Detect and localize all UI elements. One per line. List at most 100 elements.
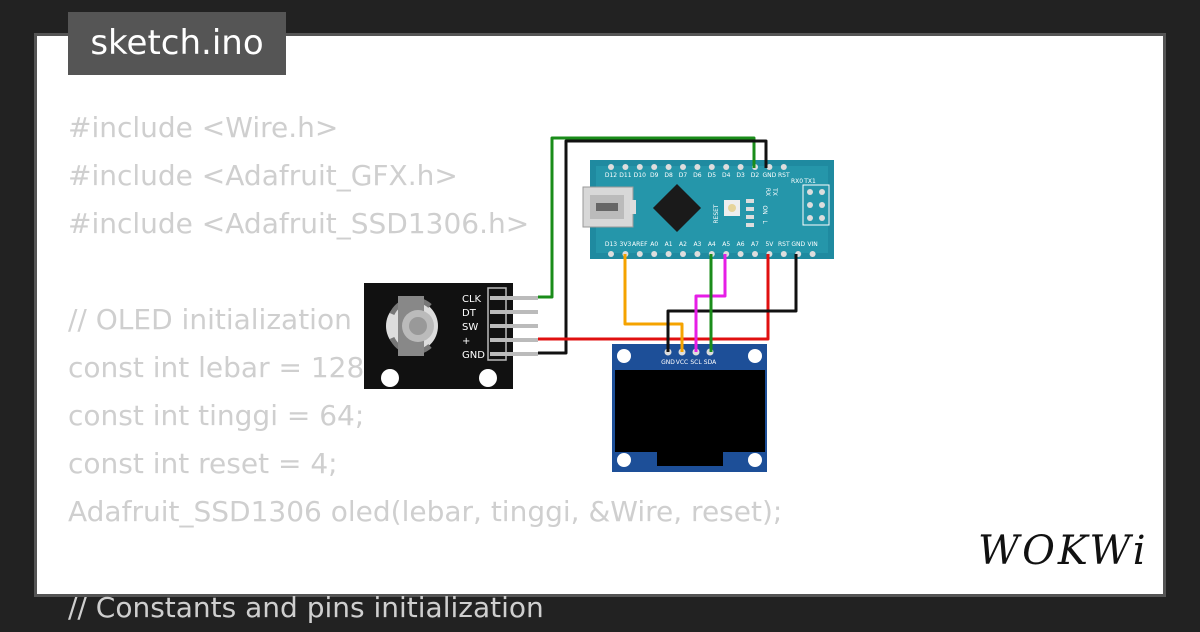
nano-top-pin[interactable] bbox=[651, 164, 658, 170]
nano-top-pin-label: D2 bbox=[751, 172, 760, 179]
nano-bottom-pin-label: A5 bbox=[722, 241, 730, 248]
nano-bottom-pin[interactable] bbox=[780, 251, 787, 257]
encoder-pin-label: GND bbox=[462, 350, 485, 361]
wokwi-logo: WOKWi bbox=[978, 528, 1148, 574]
nano-top-pin-label: D9 bbox=[650, 172, 659, 179]
nano-top-pin-label: GND bbox=[763, 172, 777, 179]
nano-bottom-pin[interactable] bbox=[737, 251, 744, 257]
nano-top-pin-label: D5 bbox=[708, 172, 717, 179]
encoder-pin[interactable] bbox=[490, 324, 538, 328]
nano-bottom-pin-label: RST bbox=[778, 241, 790, 248]
nano-bottom-pin-label: 3V3 bbox=[620, 241, 632, 248]
board-label: TX bbox=[771, 187, 778, 196]
nano-bottom-pin[interactable] bbox=[651, 251, 658, 257]
wokwi-logo-text: WOKWi bbox=[978, 528, 1149, 574]
encoder-pin-label: DT bbox=[462, 308, 477, 319]
wire[interactable] bbox=[538, 136, 756, 299]
nano-bottom-pin[interactable] bbox=[680, 251, 686, 257]
nano-top-pin-label: RX0 bbox=[791, 178, 803, 185]
nano-top-pin[interactable] bbox=[622, 164, 629, 170]
nano-top-pin-label: D7 bbox=[679, 172, 688, 179]
preview-card bbox=[34, 33, 1166, 597]
board-label: L bbox=[761, 220, 768, 224]
code-line: const int tinggi = 64; bbox=[68, 399, 365, 432]
nano-top-pin[interactable] bbox=[665, 164, 672, 170]
reset-button-icon bbox=[724, 200, 740, 216]
wire[interactable] bbox=[666, 254, 798, 352]
code-line: #include <Wire.h> bbox=[68, 111, 339, 144]
code-line: #include <Adafruit_SSD1306.h> bbox=[68, 207, 530, 240]
encoder-pin[interactable] bbox=[490, 296, 538, 300]
oled-pin-label: SCL bbox=[690, 359, 702, 366]
board-label: RX bbox=[764, 188, 771, 196]
nano-bottom-pin-label: A7 bbox=[751, 241, 759, 248]
nano-bottom-pin[interactable] bbox=[752, 251, 758, 257]
nano-bottom-pin[interactable] bbox=[608, 251, 614, 257]
wire[interactable] bbox=[538, 139, 768, 355]
code-line: const int reset = 4; bbox=[68, 447, 338, 480]
wire[interactable] bbox=[623, 254, 684, 352]
code-line: #include <Adafruit_GFX.h> bbox=[68, 159, 458, 192]
nano-top-pin-label: RST bbox=[778, 172, 790, 179]
code-preview: #include <Wire.h> #include <Adafruit_GFX.… bbox=[68, 104, 782, 632]
encoder-pin[interactable] bbox=[490, 352, 538, 356]
nano-bottom-pin-label: A1 bbox=[665, 241, 673, 248]
nano-top-pin[interactable] bbox=[694, 164, 701, 170]
nano-top-pin-label: D10 bbox=[634, 172, 646, 179]
nano-top-pin[interactable] bbox=[708, 164, 715, 170]
encoder-knob-icon bbox=[386, 296, 438, 356]
usb-connector-icon bbox=[582, 186, 634, 228]
board-label: RESET bbox=[713, 204, 720, 224]
nano-top-pin[interactable] bbox=[780, 164, 787, 170]
wires bbox=[538, 136, 798, 355]
nano-bottom-pin-label: 5V bbox=[765, 241, 774, 248]
oled-pin-label: GND bbox=[661, 359, 675, 366]
oled-screen bbox=[615, 370, 765, 452]
nano-bottom-pin[interactable] bbox=[809, 251, 816, 257]
oled-pin-label: VCC bbox=[676, 359, 688, 366]
nano-bottom-pin-label: A4 bbox=[708, 241, 716, 248]
icsp-header bbox=[802, 184, 830, 226]
nano-bottom-pin-label: GND bbox=[791, 241, 805, 248]
oled-pin-label: SDA bbox=[704, 359, 717, 366]
encoder-pin[interactable] bbox=[490, 310, 538, 314]
code-line: Adafruit_SSD1306 oled(lebar, tinggi, &Wi… bbox=[68, 495, 783, 528]
rotary-encoder[interactable]: CLK DT SW + GND bbox=[364, 283, 538, 389]
encoder-pin[interactable] bbox=[490, 338, 538, 342]
nano-bottom-pin[interactable] bbox=[665, 251, 672, 257]
nano-top-pin-label: D11 bbox=[619, 172, 631, 179]
nano-bottom-pin[interactable] bbox=[636, 251, 643, 257]
code-line: // OLED initialization bbox=[68, 303, 352, 336]
nano-bottom-pin[interactable] bbox=[694, 251, 701, 257]
wire[interactable] bbox=[538, 254, 770, 341]
file-tab-label: sketch.ino bbox=[90, 23, 264, 63]
nano-top-pin[interactable] bbox=[636, 164, 643, 170]
nano-bottom-pin-label: A2 bbox=[679, 241, 687, 248]
nano-top-pin[interactable] bbox=[737, 164, 744, 170]
nano-bottom-pin-label: D13 bbox=[605, 241, 617, 248]
code-line: const int lebar = 128; bbox=[68, 351, 374, 384]
board-label: ON bbox=[761, 205, 768, 214]
code-line: // Constants and pins initialization bbox=[68, 591, 544, 624]
nano-bottom-pin-label: AREF bbox=[632, 241, 648, 248]
nano-top-pin-label: D3 bbox=[736, 172, 745, 179]
nano-top-pin[interactable] bbox=[680, 164, 686, 170]
nano-top-pin[interactable] bbox=[608, 164, 614, 170]
nano-bottom-pin-label: VIN bbox=[807, 241, 817, 248]
encoder-pin-label: + bbox=[462, 336, 470, 347]
nano-top-pin-label: D12 bbox=[605, 172, 617, 179]
nano-bottom-pin-label: A6 bbox=[737, 241, 745, 248]
encoder-pin-label: SW bbox=[462, 322, 478, 333]
nano-bottom-pin-label: A0 bbox=[650, 241, 658, 248]
file-tab[interactable]: sketch.ino bbox=[68, 12, 286, 75]
nano-top-pin[interactable] bbox=[723, 164, 730, 170]
nano-top-pin-label: D4 bbox=[722, 172, 731, 179]
nano-bottom-pin-label: A3 bbox=[693, 241, 701, 248]
nano-top-pin-label: D8 bbox=[664, 172, 673, 179]
nano-top-pin-label: TX1 bbox=[803, 178, 816, 185]
encoder-pin-label: CLK bbox=[462, 294, 482, 305]
nano-top-pin[interactable] bbox=[766, 164, 773, 170]
